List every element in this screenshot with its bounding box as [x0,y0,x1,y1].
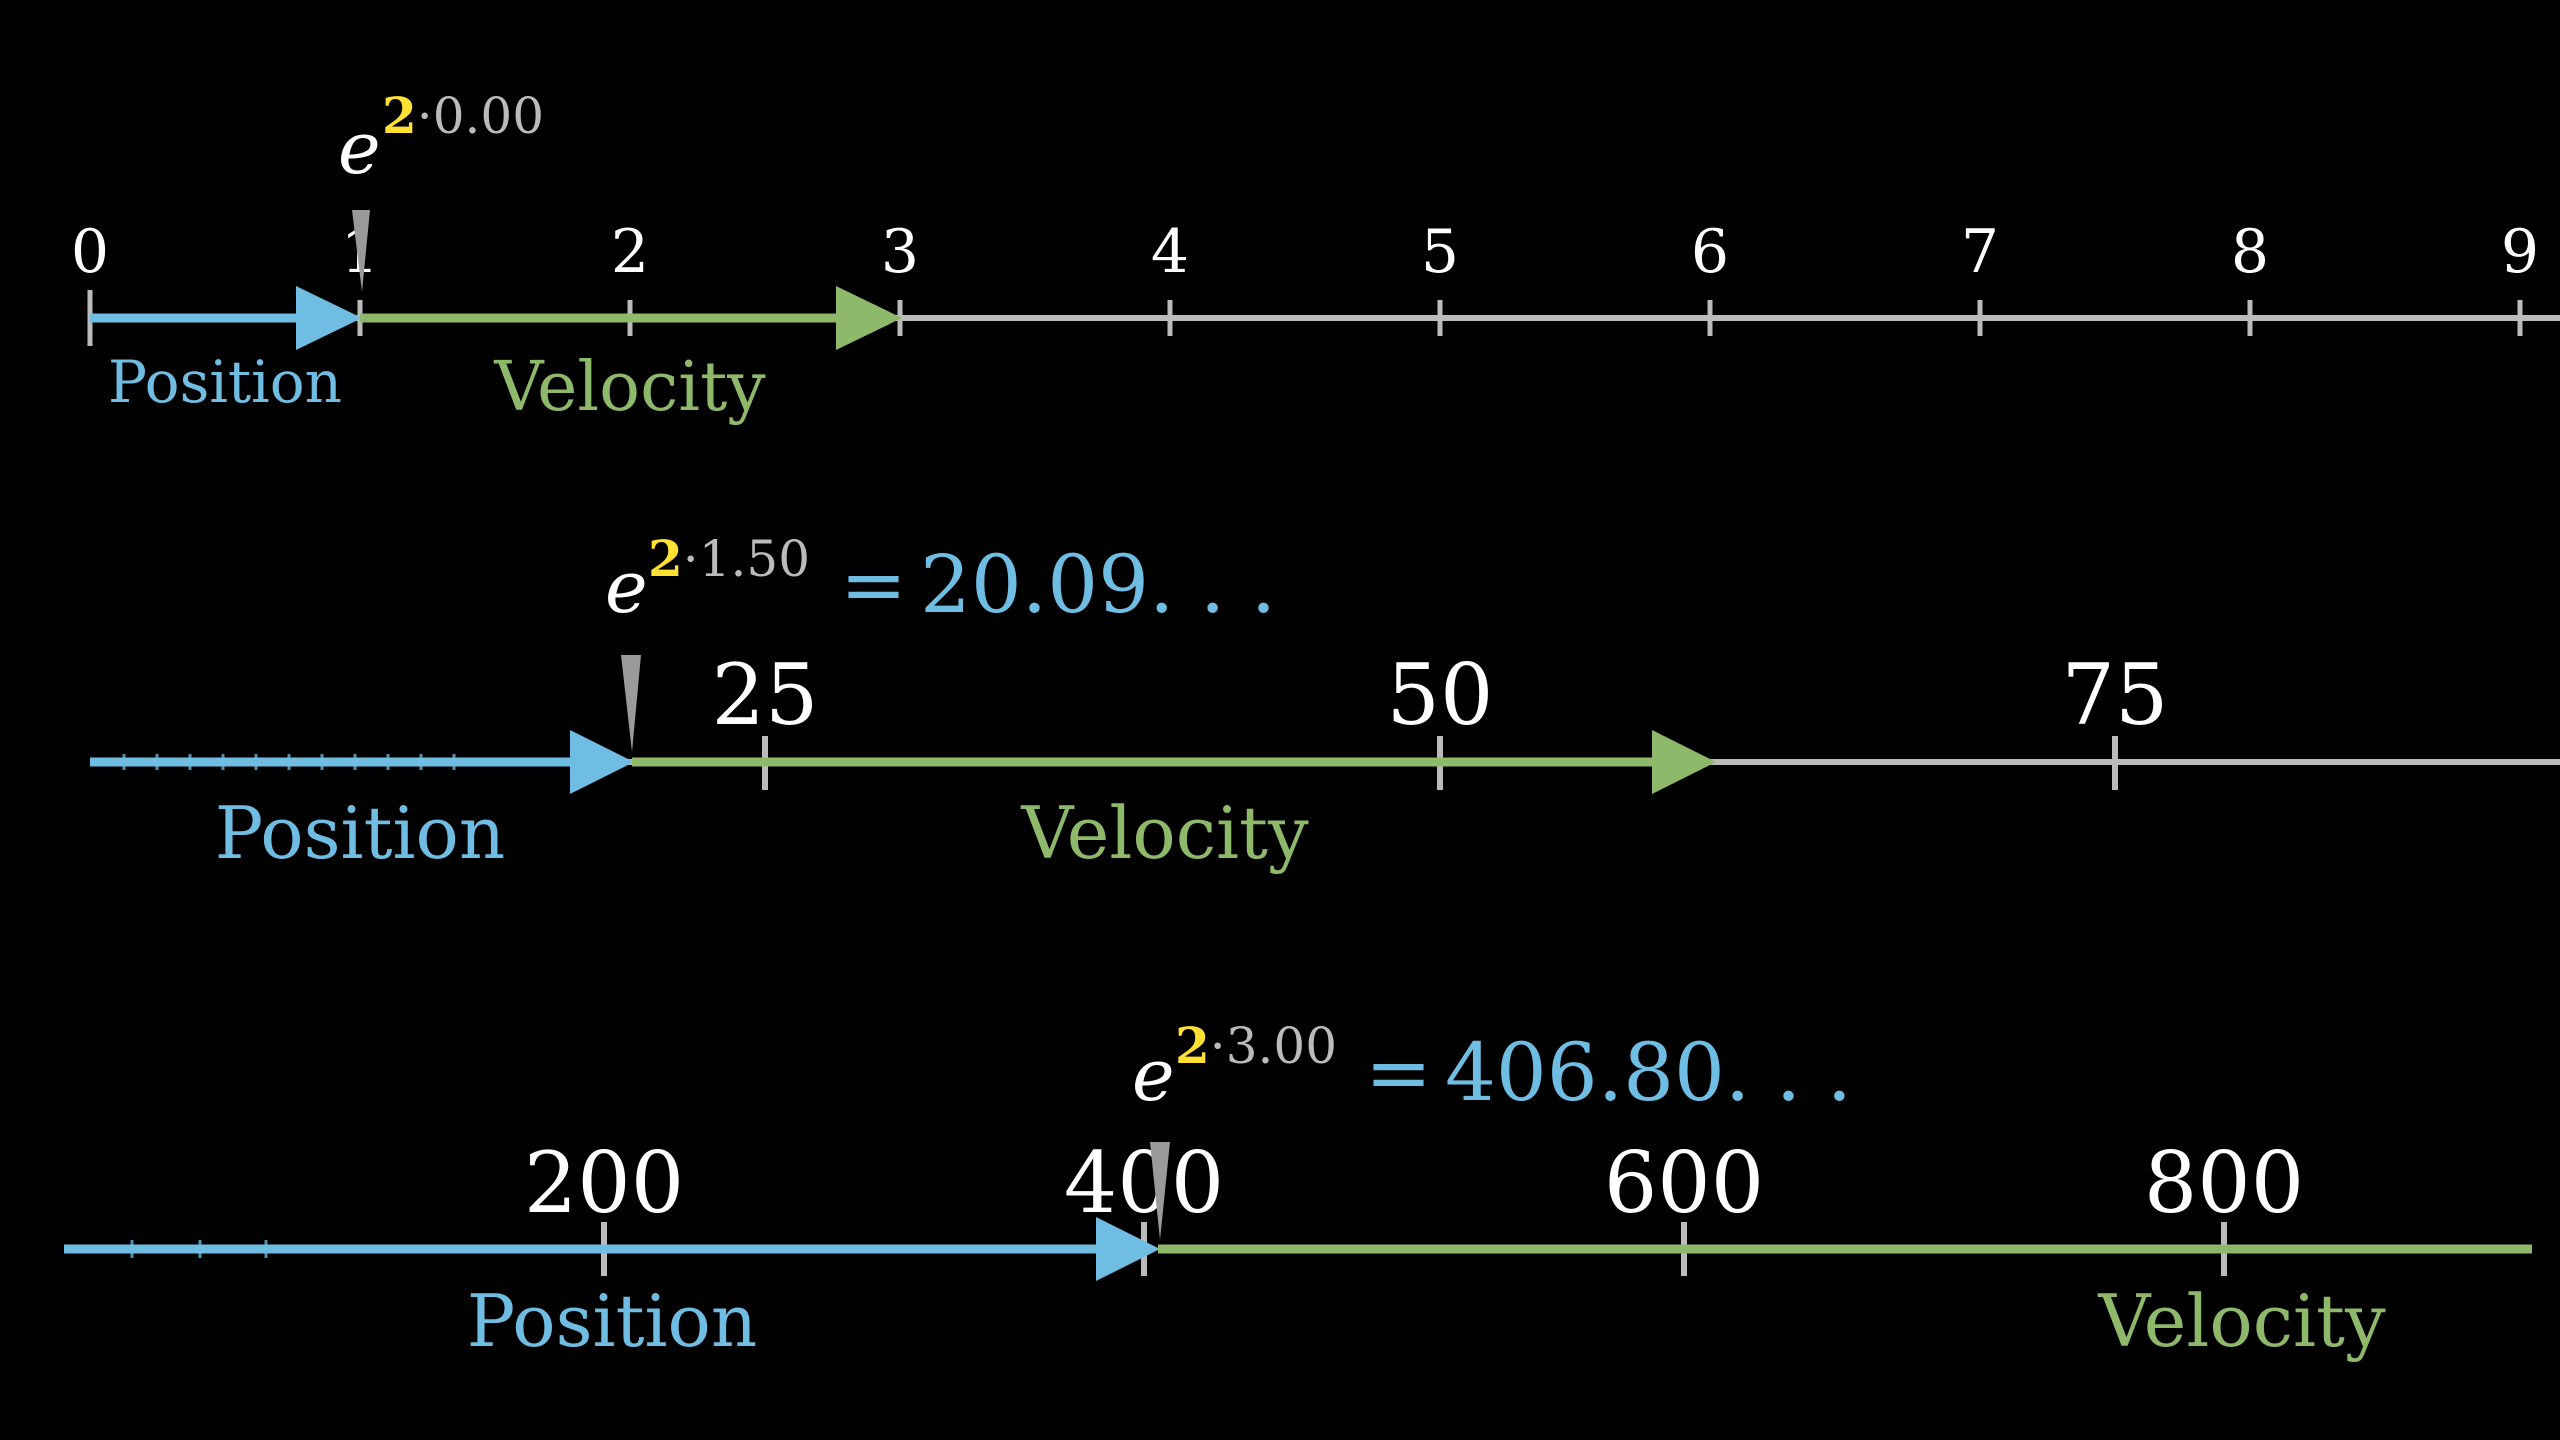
tick-labels: 200 400 600 800 [524,1134,2304,1232]
tick-label: 4 [1151,217,1189,287]
formula-t150: e 2·1.50 = 20.09. . . [605,529,1276,631]
formula-value: 20.09. . . [920,538,1276,631]
current-value-pointer [621,655,641,752]
formula-exponent-two: 2 [1175,1016,1210,1075]
formula-t0: e 2·0.00 [338,86,544,190]
formula-base: e [338,106,381,190]
formula-time: 3.00 [1226,1017,1337,1075]
number-line-t150: 25 50 75 Position Velocity [90,646,2560,875]
formula-value: 406.80. . . [1445,1026,1852,1119]
tick-label: 7 [1961,217,1999,287]
formula-exponent: 2·0.00 [382,86,544,145]
formula-time: 1.50 [699,530,810,588]
panel-t300: e 2·3.00 = 406.80. . . 200 400 600 [64,1016,2532,1363]
tick-label: 75 [2062,646,2169,744]
current-value-pointer [1150,1142,1170,1240]
formula-exponent-two: 2 [648,529,683,588]
tick-label: 25 [712,646,819,744]
formula-exponent-dot: · [417,87,433,145]
position-label: Position [215,791,506,875]
panel-t0: e 2·0.00 0 1 2 3 [71,86,2560,427]
velocity-arrow [632,730,1716,794]
tick-label: 6 [1691,217,1729,287]
number-line-t300: 200 400 600 800 Position Velocity [64,1134,2532,1363]
formula-exponent: 2·1.50 [648,529,810,588]
formula-exponent-dot: · [1210,1017,1226,1075]
velocity-label: Velocity [493,348,766,427]
position-arrow [64,1217,1160,1281]
tick-label: 800 [2144,1134,2304,1232]
formula-t300: e 2·3.00 = 406.80. . . [1132,1016,1852,1119]
velocity-arrow [360,286,902,350]
number-line-t0: 0 1 2 3 4 5 6 7 8 9 Position Velocity [71,210,2560,427]
formula-exponent-two: 2 [382,86,417,145]
panel-t150: e 2·1.50 = 20.09. . . [90,529,2560,875]
tick-label: 8 [2231,217,2269,287]
formula-exponent-dot: · [683,530,699,588]
formula-base: e [605,545,648,629]
velocity-label: Velocity [1020,791,1309,875]
position-arrow [90,730,634,794]
tick-label: 400 [1064,1134,1224,1232]
tick-label: 50 [1387,646,1494,744]
formula-exponent: 2·3.00 [1175,1016,1337,1075]
tick-labels: 25 50 75 [712,646,2169,744]
velocity-label: Velocity [2097,1279,2386,1363]
position-label: Position [108,348,342,416]
tick-label: 5 [1421,217,1459,287]
tick-label: 3 [881,217,919,287]
formula-equals: = [840,538,907,631]
formula-time: 0.00 [433,87,544,145]
current-value-pointer [352,210,370,292]
formula-equals: = [1365,1026,1432,1119]
tick-label: 2 [611,217,649,287]
position-arrow [90,286,362,350]
tick-label: 0 [71,217,109,287]
formula-base: e [1132,1033,1175,1117]
tick-label: 600 [1604,1134,1764,1232]
tick-label: 9 [2501,217,2539,287]
position-label: Position [467,1279,758,1363]
tick-label: 200 [524,1134,684,1232]
